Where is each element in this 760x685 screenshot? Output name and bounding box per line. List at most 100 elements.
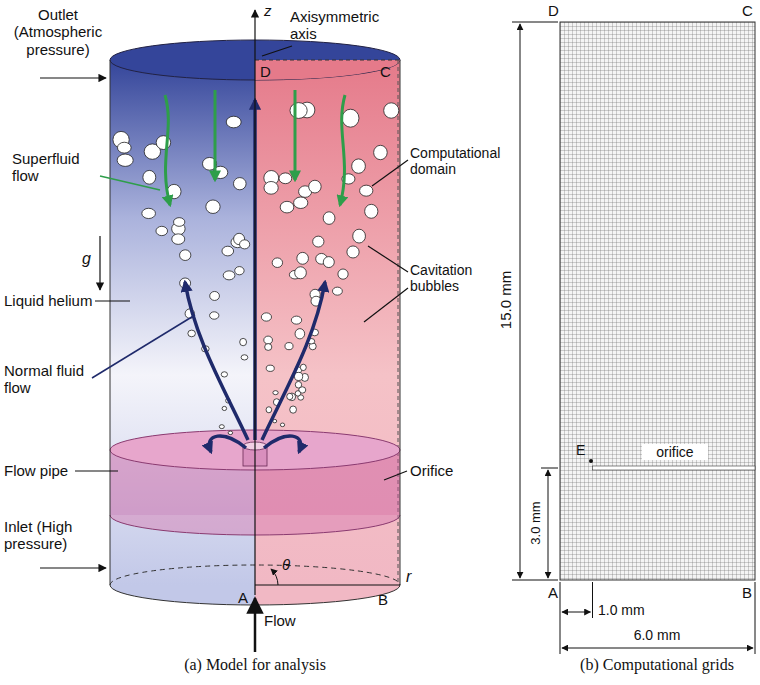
bubble (266, 407, 272, 413)
label: 1.0 mm (598, 602, 645, 618)
bubble (279, 173, 292, 184)
bubble (287, 393, 293, 399)
bubble (117, 142, 131, 153)
bubble (210, 291, 220, 300)
label: Inlet (High pressure) (4, 518, 112, 553)
bubble (332, 287, 342, 295)
bubble (365, 204, 378, 218)
label: Flow pipe (4, 462, 68, 479)
label: Liquid helium (4, 292, 104, 309)
bubble (353, 229, 366, 243)
bubble (295, 381, 301, 388)
label: Normal fluid flow (4, 362, 99, 397)
bubble (272, 258, 282, 268)
bubble (295, 329, 305, 339)
bubble (290, 103, 307, 119)
bubble (117, 154, 133, 166)
point-e (589, 459, 593, 463)
bubble (219, 425, 224, 429)
bubble (295, 391, 301, 396)
bubble (210, 312, 219, 319)
bubble (295, 267, 307, 279)
label: Outlet (Atmospheric pressure) (2, 6, 114, 58)
leader-line (100, 176, 160, 190)
bubble (156, 226, 168, 235)
label: z (264, 2, 272, 19)
label: orifice (642, 444, 708, 460)
label: Axisymmetric axis (290, 8, 398, 43)
bubble (221, 372, 227, 377)
bubble (290, 406, 297, 413)
label: C (742, 2, 753, 19)
label: Cavitation bubbles (410, 262, 510, 294)
leader-lines (40, 46, 408, 568)
bubble (172, 234, 185, 245)
bubble (347, 246, 359, 258)
bubble (226, 116, 241, 128)
bubble (309, 180, 321, 193)
label: D (260, 63, 271, 80)
bubble (143, 170, 156, 184)
bubble (174, 218, 185, 227)
label: D (548, 2, 559, 19)
bubble (223, 271, 235, 280)
bubble (280, 201, 294, 213)
label: Flow (264, 612, 296, 629)
orifice-line (593, 466, 756, 470)
label: 15.0 mm (497, 269, 514, 331)
bubble (206, 200, 220, 214)
bubble (323, 257, 334, 268)
leader-line (92, 315, 195, 378)
label: Orifice (410, 462, 453, 479)
label: C (380, 63, 391, 80)
domain-edge (255, 60, 400, 61)
bubble (222, 246, 234, 256)
bubble (374, 145, 388, 159)
bubble (338, 269, 348, 279)
label: r (406, 568, 411, 586)
bubble (360, 185, 373, 196)
r-axis (255, 584, 400, 585)
bubble (266, 365, 274, 371)
domain-top (255, 60, 400, 80)
bubble (188, 330, 196, 337)
bubble (285, 343, 293, 350)
bubble (240, 240, 250, 249)
label: g (82, 250, 91, 268)
label: 6.0 mm (617, 627, 697, 643)
label: E (576, 442, 585, 458)
theta-arc (271, 569, 278, 585)
bubble (222, 406, 227, 410)
bubble (261, 313, 271, 321)
bubble (235, 267, 244, 275)
label: θ (282, 556, 290, 573)
label: B (378, 591, 388, 608)
bubble (280, 423, 284, 427)
mesh (560, 22, 755, 580)
label: B (742, 584, 752, 601)
label: A (548, 584, 558, 601)
bubble (265, 344, 272, 351)
label: (a) Model for analysis (135, 656, 375, 674)
bubble (342, 109, 359, 127)
bubble (228, 431, 233, 434)
bubble (323, 212, 335, 225)
label: 3.0 mm (529, 499, 544, 546)
label: Superfluid flow (12, 150, 102, 185)
pipe-wall (110, 60, 111, 585)
label: Computational domain (410, 145, 510, 177)
bubble (264, 181, 278, 194)
bubble (180, 250, 191, 261)
bubble (233, 178, 246, 190)
flow-arrow (254, 598, 257, 652)
bubble (273, 391, 278, 395)
dimension-lines (512, 22, 755, 654)
bubble (313, 236, 324, 247)
label: (b) Computational grids (527, 656, 760, 674)
bubble (300, 364, 306, 370)
bubble (297, 252, 309, 264)
label: A (238, 589, 248, 606)
bubble (291, 316, 301, 324)
bubble (142, 208, 156, 218)
